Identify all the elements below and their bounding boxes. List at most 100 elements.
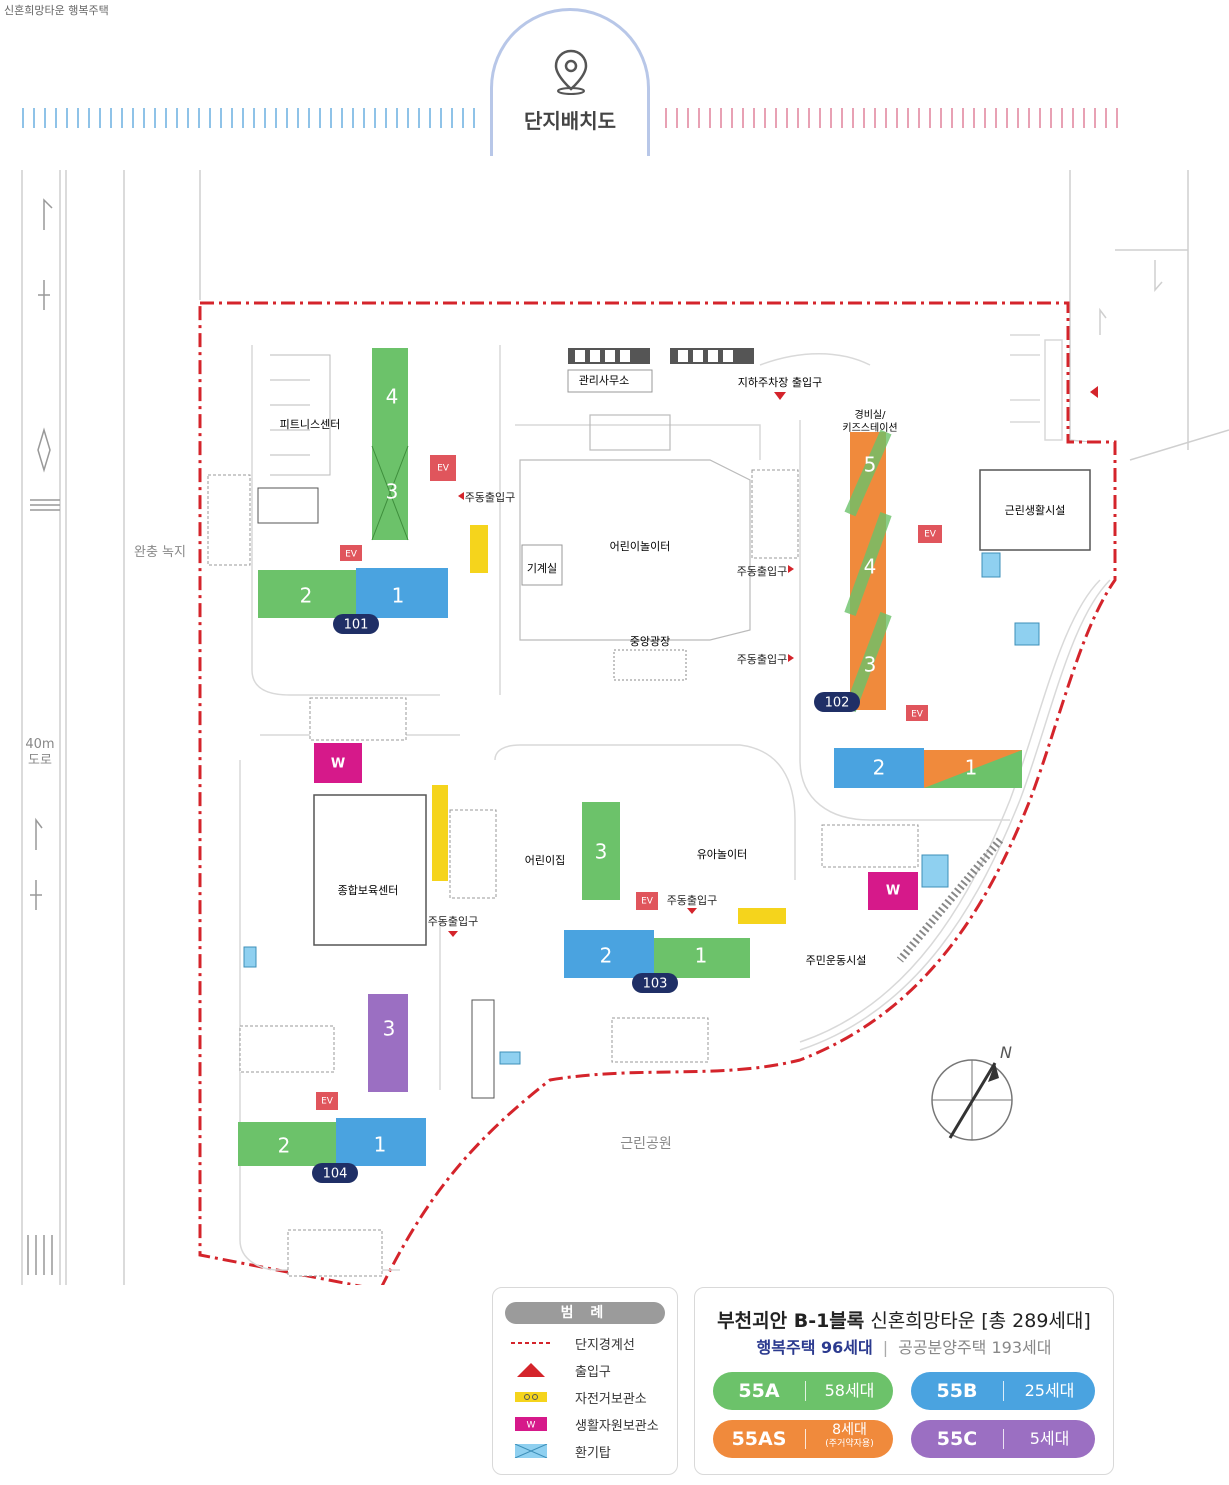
legend-item-vent: 환기탑: [511, 1440, 671, 1462]
central-plaza: [613, 649, 687, 681]
building-id-badge: 101: [344, 618, 369, 633]
site-boundary: [198, 301, 1117, 1285]
machine-room: [521, 544, 563, 586]
entrance-label-daycare: 주동출입구: [428, 915, 479, 928]
kindergarten-label: 어린이집: [525, 854, 565, 867]
fitness-center-area: [270, 354, 331, 476]
boundary-fence-diagonal: [896, 837, 1004, 963]
core-number: 4: [864, 555, 877, 579]
road-width-label: 40m: [25, 737, 54, 752]
entrance-arrow-icon: [448, 931, 458, 937]
building-104: EV 3 2 1 104: [238, 994, 426, 1183]
daycare-center: [313, 794, 427, 946]
recycling-label: W: [331, 757, 345, 772]
legend-item-entrance: 출입구: [511, 1359, 671, 1381]
core-number: 3: [383, 1017, 396, 1041]
boundary-line-icon: [511, 1342, 551, 1344]
summary-title: 부천괴안 B-1블록 신혼희망타운 [총 289세대]: [717, 1310, 1091, 1332]
recycling-storage-1: [314, 743, 362, 783]
entrance-triangle-icon: [517, 1363, 545, 1377]
ev-label: EV: [924, 530, 937, 540]
ev-label: EV: [911, 710, 924, 720]
bike-shelter-104: [471, 999, 495, 1099]
bike-storage-103: [738, 908, 786, 924]
ev-label: EV: [321, 1097, 334, 1107]
core-number: 1: [695, 944, 708, 968]
north-arrow-icon: [988, 1063, 999, 1082]
recycling-storage-2: [868, 872, 918, 910]
compass: N: [931, 1043, 1013, 1141]
greenbelt-label: 완충 녹지: [134, 545, 186, 560]
entrance-markers: 주동출입구 주동출입구 주동출입구 주동출입구 주동출입구: [428, 491, 794, 937]
unit-summary: 부천괴안 B-1블록 신혼희망타운 [총 289세대] 행복주택 96세대|공공…: [694, 1287, 1114, 1475]
unit-type-55C: 55C 5세대: [911, 1420, 1095, 1458]
road-left: [21, 170, 201, 1285]
guard-label-1: 경비실/: [855, 408, 887, 421]
ev-label: EV: [437, 464, 450, 474]
core-number: 2: [300, 584, 313, 608]
site-entrance-icon: [1090, 386, 1098, 398]
core-number: 5: [864, 453, 877, 477]
building-id-badge: 103: [643, 977, 668, 992]
title-badge: 단지배치도: [490, 8, 650, 156]
retail-building: [979, 469, 1091, 551]
bike-storage-daycare: [432, 785, 448, 881]
park-label: 근린공원: [620, 1136, 672, 1152]
central-playground: [519, 414, 751, 641]
ev-label: EV: [345, 550, 358, 560]
smoking-zones: [239, 697, 919, 1277]
location-pin-icon: [554, 49, 588, 95]
core-number: 3: [386, 480, 399, 504]
community-sports-label: 주민운동시설: [806, 954, 867, 967]
legend-item-recycling: W 생활자원보관소: [511, 1413, 671, 1435]
legend-item-boundary: 단지경계선: [511, 1332, 671, 1354]
site-map: 피트니스센터 관리사무소 지하주차장 출입구 어린이놀이터 기계실 중앙광장 주…: [21, 170, 1229, 1285]
core-number: 2: [873, 756, 886, 780]
bicycle-storage-icon: [515, 1392, 547, 1402]
core-number: 1: [374, 1133, 387, 1157]
toddler-playground-label: 유아놀이터: [697, 848, 748, 861]
ventilation-tower-icon: [514, 1444, 548, 1458]
daycare-center-label: 종합보육센터: [338, 884, 399, 897]
title-tick-bar-right: [665, 108, 1120, 128]
core-number: 2: [278, 1134, 291, 1158]
unit-type-55B: 55B 25세대: [911, 1372, 1095, 1410]
summary-subtitle: 행복주택 96세대|공공분양주택 193세대: [756, 1338, 1052, 1357]
building-103: EV 3 2 1 103: [564, 802, 750, 993]
management-office: [567, 369, 653, 393]
smoking-zone-center: [751, 469, 799, 559]
parking-entrance-arrow-icon: [774, 392, 786, 400]
machine-room-label: 기계실: [527, 562, 557, 575]
unit-type-55AS: 55AS 8세대(주거약자용): [713, 1420, 893, 1458]
bike-storage-101: [470, 525, 488, 573]
legend-title: 범 례: [505, 1302, 665, 1324]
playground-label: 어린이놀이터: [610, 540, 671, 553]
entrance-label-center-1: 주동출입구: [737, 565, 788, 578]
building-102: EV EV 5 4 3 2 1 102: [814, 429, 1022, 788]
recycling-storage-icon: W: [515, 1417, 547, 1431]
central-plaza-label: 중앙광장: [630, 635, 670, 648]
road-label: 도로: [28, 753, 52, 768]
building-id-badge: 102: [825, 696, 850, 711]
title-tick-bar-left: [22, 108, 482, 128]
management-office-label: 관리사무소: [579, 374, 630, 387]
svg-text:W: W: [527, 1421, 536, 1431]
page-title: 단지배치도: [524, 109, 616, 133]
recycling-label: W: [886, 884, 900, 899]
core-number: 4: [386, 385, 399, 409]
entrance-arrow-icon: [788, 654, 794, 662]
legend-item-bicycle: 자전거보관소: [511, 1386, 671, 1408]
unit-type-55A: 55A 58세대: [713, 1372, 893, 1410]
legend: 범 례 단지경계선 출입구 자전거보관소 W 생활자원보관소 환기탑: [492, 1287, 678, 1475]
core-number: 2: [600, 944, 613, 968]
north-label: N: [1000, 1043, 1012, 1062]
entrance-label-103: 주동출입구: [667, 894, 718, 907]
guard-label-2: 키즈스테이션: [842, 422, 897, 434]
core-number: 1: [392, 584, 405, 608]
parking-entrance-label: 지하주차장 출입구: [738, 375, 822, 389]
smoking-zone-left: [207, 474, 251, 566]
entrance-arrow-icon: [687, 908, 697, 914]
breadcrumb: 신혼희망타운 행복주택: [4, 4, 109, 17]
bike-shelter-fitness: [257, 487, 319, 524]
entrance-arrow-icon: [788, 565, 794, 573]
